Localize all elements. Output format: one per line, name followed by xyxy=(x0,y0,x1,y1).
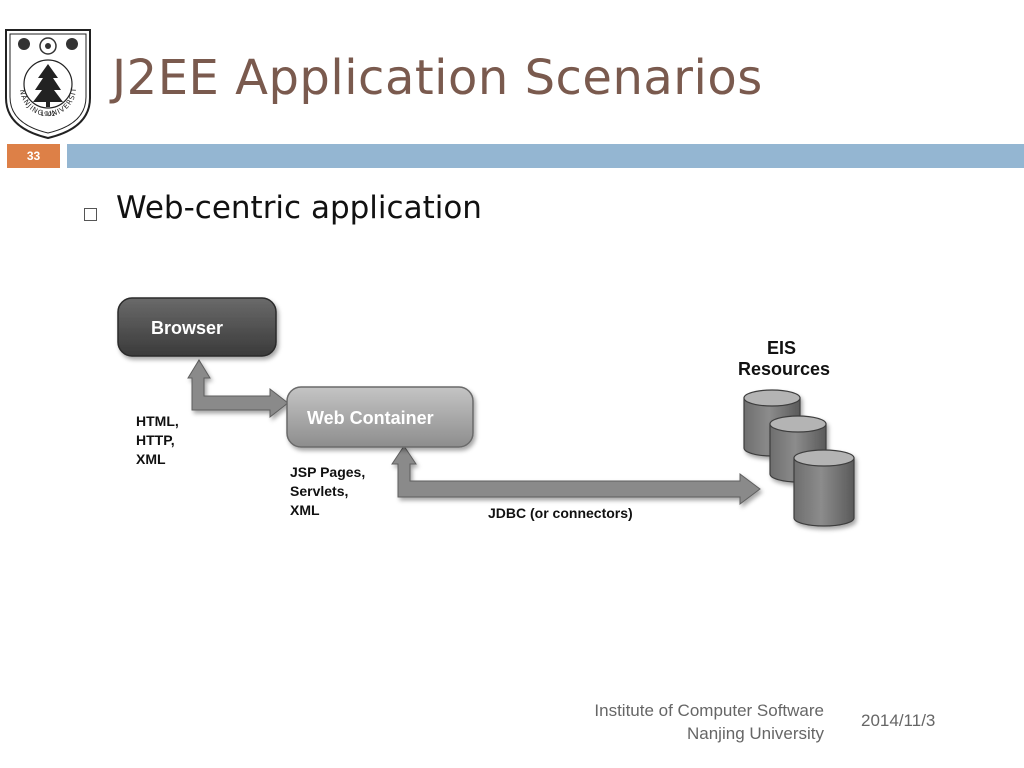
eis-label: EIS Resources xyxy=(738,338,830,379)
protocols-label: HTML, HTTP, XML xyxy=(136,413,183,467)
eis-label-line1: EIS xyxy=(767,338,796,358)
webcontainer-eis-arrow xyxy=(391,445,761,505)
title-bar xyxy=(67,144,1024,168)
slide-title: J2EE Application Scenarios xyxy=(112,50,763,106)
database-icon xyxy=(793,449,855,527)
jdbc-label: JDBC (or connectors) xyxy=(488,505,633,521)
component-servlets: Servlets, xyxy=(290,483,348,499)
web-container-box: Web Container xyxy=(286,386,474,448)
slide-number: 33 xyxy=(7,144,60,168)
footer-date: 2014/11/3 xyxy=(861,711,936,730)
eis-label-line2: Resources xyxy=(738,359,830,379)
protocol-http: HTTP, xyxy=(136,432,175,448)
bullet-square-icon xyxy=(84,208,97,221)
footer-institute-name: Institute of Computer Software xyxy=(594,701,824,720)
footer-institute: Institute of Computer Software Nanjing U… xyxy=(594,699,824,745)
logo-year: 1902 xyxy=(40,111,55,118)
component-xml: XML xyxy=(290,502,320,518)
browser-webcontainer-arrow xyxy=(187,359,289,419)
protocol-html: HTML, xyxy=(136,413,179,429)
browser-box: Browser xyxy=(117,297,277,357)
protocol-xml: XML xyxy=(136,451,166,467)
components-label: JSP Pages, Servlets, XML xyxy=(290,464,369,518)
browser-label: Browser xyxy=(151,318,223,338)
component-jsp: JSP Pages, xyxy=(290,464,365,480)
footer-university-name: Nanjing University xyxy=(687,724,824,743)
bullet-text: Web-centric application xyxy=(116,190,482,226)
nanjing-university-logo: 1902 NANJING UNIVERSITY xyxy=(2,28,91,140)
web-container-label: Web Container xyxy=(307,408,434,428)
